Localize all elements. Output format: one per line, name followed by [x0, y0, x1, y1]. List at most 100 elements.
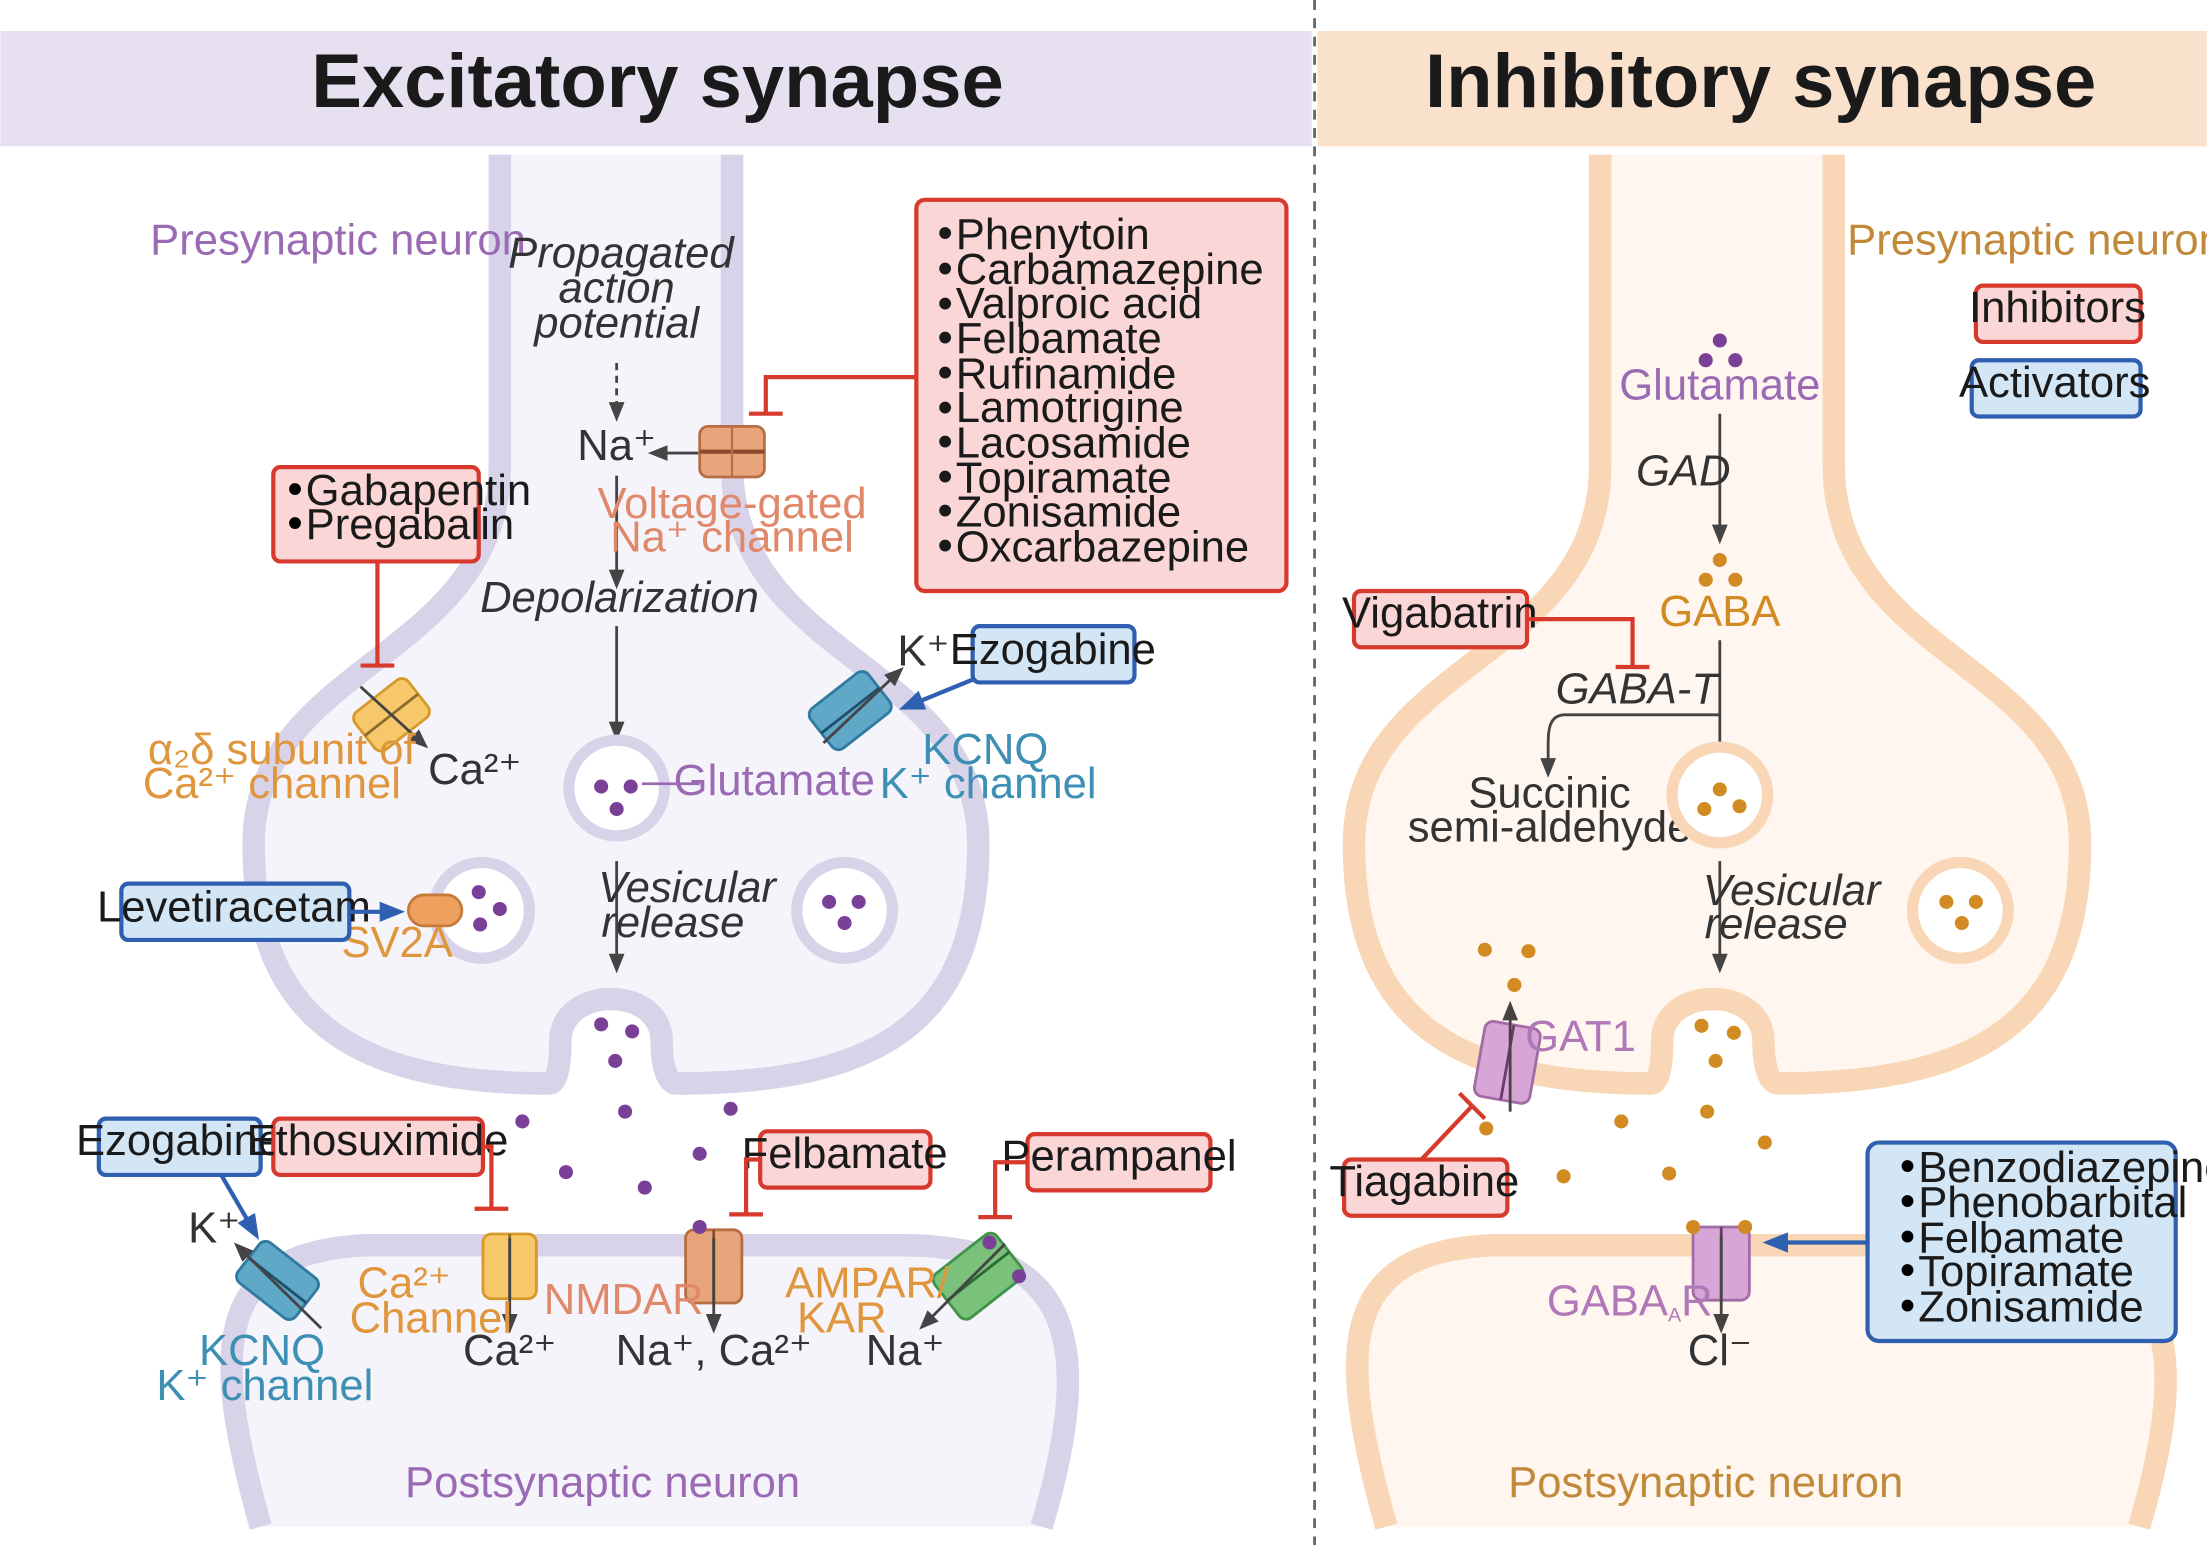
a2d-ca-arrow — [359, 685, 429, 749]
tiagabine-box — [1342, 1157, 1510, 1218]
calcium-channel-ca-ion: Ca²⁺ — [463, 1327, 556, 1375]
gaba-label: GABA — [1659, 588, 1780, 636]
kcnq-presynaptic-k-ion: K⁺ — [897, 628, 949, 676]
glutamate-vesicle-icon — [563, 734, 671, 842]
drug-oxcarbazepine: Oxcarbazepine — [956, 523, 1249, 571]
drug-bullet: • — [937, 210, 952, 258]
ethosuximide-inhibition-line — [482, 1144, 494, 1208]
drug-bullet: • — [937, 453, 952, 501]
levetiracetam-label: Levetiracetam — [97, 884, 371, 932]
gad-label: GAD — [1636, 447, 1731, 495]
drug-bullet: • — [937, 280, 952, 328]
drug-bullet: • — [937, 314, 952, 362]
ampar-glutamate-dot — [1012, 1269, 1027, 1284]
drug-lamotrigine: Lamotrigine — [956, 384, 1184, 432]
ampar-label-1: AMPAR/ — [785, 1259, 950, 1307]
glutamate-vesicle-icon — [791, 856, 899, 964]
sodium-channel-drugs-box — [914, 197, 1289, 594]
legend-inhibitors-label: Inhibitors — [1969, 284, 2146, 332]
gabaa-label-sub: A — [1668, 1304, 1682, 1326]
gabaa-label-suffix: R — [1681, 1278, 1712, 1326]
depolarization-label: Depolarization — [480, 574, 759, 622]
drug-topiramate: Topiramate — [956, 454, 1172, 502]
drug-carbamazepine: Carbamazepine — [956, 246, 1264, 294]
drug-bullet: • — [287, 466, 302, 514]
succinic-label-1: Succinic — [1468, 770, 1630, 818]
sv2a-label: SV2A — [341, 919, 453, 967]
inhibitory-presynaptic-terminal — [1342, 154, 2092, 1095]
ampar-na-ion: Na⁺ — [866, 1327, 945, 1375]
released-glutamate-icon — [515, 1017, 738, 1195]
tiagabine-inhibition-bar — [1458, 1091, 1487, 1121]
kcnq-presynaptic-label-2: K⁺ channel — [880, 760, 1097, 808]
excitatory-presynaptic-label: Presynaptic neuron — [150, 217, 526, 265]
drug-valproic-acid: Valproic acid — [956, 280, 1202, 328]
drug-benzodiazepines: Benzodiazepines — [1918, 1144, 2207, 1192]
inhibitory-header-bar — [1317, 30, 2207, 147]
na-ion-label: Na⁺ — [577, 422, 656, 470]
gaba-t-label: GABA-T — [1556, 666, 1722, 714]
drug-bullet: • — [937, 245, 952, 293]
vesicular-release-label-1: Vesicular — [598, 864, 777, 912]
drug-bullet: • — [1900, 1143, 1915, 1191]
drug-zonisamide: Zonisamide — [1918, 1283, 2143, 1331]
kcnq-postsynaptic-k-ion: K⁺ — [188, 1204, 240, 1252]
drug-phenytoin: Phenytoin — [956, 211, 1150, 259]
a2d-label-1: α₂δ subunit of — [148, 726, 417, 774]
gaba-icon — [1698, 552, 1743, 587]
gabaa-label-main: GABA — [1547, 1278, 1668, 1326]
drug-topiramate: Topiramate — [1918, 1248, 2134, 1296]
felbamate-label: Felbamate — [742, 1130, 948, 1178]
excitatory-postsynaptic-label: Postsynaptic neuron — [405, 1459, 800, 1507]
tiagabine-label: Tiagabine — [1329, 1158, 1519, 1206]
inhibitory-postsynaptic-label: Postsynaptic neuron — [1508, 1459, 1903, 1507]
drug-bullet: • — [1900, 1213, 1915, 1261]
vesicular-release-label-2: release — [601, 899, 744, 947]
ampar-glutamate-dot — [982, 1235, 997, 1250]
calcium-channel-label-1: Ca²⁺ — [358, 1259, 451, 1307]
inhibitory-glutamate-icon — [1698, 333, 1743, 368]
gaba-vesicle-icon — [1906, 856, 2014, 964]
kcnq-postsynaptic-label-1: KCNQ — [199, 1327, 325, 1375]
calcium-channel-label-2: Channel — [350, 1295, 512, 1343]
legend-activators-label: Activators — [1959, 359, 2150, 407]
legend-inhibitors-box — [1973, 283, 2143, 345]
excitatory-title: Excitatory synapse — [311, 39, 1004, 124]
gat1-label: GAT1 — [1525, 1013, 1636, 1061]
drug-bullet: • — [937, 349, 952, 397]
ezogabine-bottom-label: Ezogabine — [76, 1117, 282, 1165]
inhibitory-vesicular-release-label-2: release — [1705, 901, 1848, 949]
tiagabine-inhibition-line — [1419, 1104, 1474, 1161]
legend-activators-box — [1969, 358, 2143, 419]
drug-bullet: • — [937, 487, 952, 535]
drug-bullet: • — [1900, 1282, 1915, 1330]
a2d-label-2: Ca²⁺ channel — [143, 760, 401, 808]
ampar-label-2: KAR — [797, 1295, 887, 1343]
a2d-ca-ion: Ca²⁺ — [428, 746, 521, 794]
ethosuximide-label: Ethosuximide — [247, 1117, 509, 1165]
ezogabine-top-activation — [899, 677, 974, 710]
kcnq-postsynaptic-k-arrow — [233, 1242, 323, 1330]
vigabatrin-inhibition-line — [1527, 617, 1635, 666]
nmdar-ion-label: Na⁺, Ca²⁺ — [616, 1327, 812, 1375]
nmdar-label: NMDAR — [544, 1276, 704, 1324]
gaba-t-arrow — [1540, 713, 1720, 778]
na-channel-label-2: Na⁺ channel — [610, 514, 854, 562]
drug-lacosamide: Lacosamide — [956, 419, 1191, 467]
ezogabine-top-label: Ezogabine — [950, 626, 1156, 674]
sodium-drug-list: •Phenytoin •Carbamazepine •Valproic acid… — [937, 210, 1263, 572]
drug-bullet: • — [1900, 1247, 1915, 1295]
excitatory-presynaptic-terminal — [242, 154, 990, 1095]
gat1-transporter-icon — [1472, 1019, 1542, 1105]
kcnq-presynaptic-label-1: KCNQ — [922, 726, 1048, 774]
inhibitory-glutamate-label: Glutamate — [1619, 362, 1820, 410]
drug-bullet: • — [937, 522, 952, 570]
drug-bullet: • — [1900, 1178, 1915, 1226]
gaba-vesicle-icon — [1666, 741, 1774, 849]
drug-zonisamide: Zonisamide — [956, 488, 1181, 536]
gabaa-label: GABAAR — [1547, 1278, 1713, 1327]
drug-felbamate: Felbamate — [1918, 1214, 2124, 1262]
perampanel-inhibition-line — [993, 1160, 1028, 1216]
propagated-label-2: action — [558, 265, 674, 313]
